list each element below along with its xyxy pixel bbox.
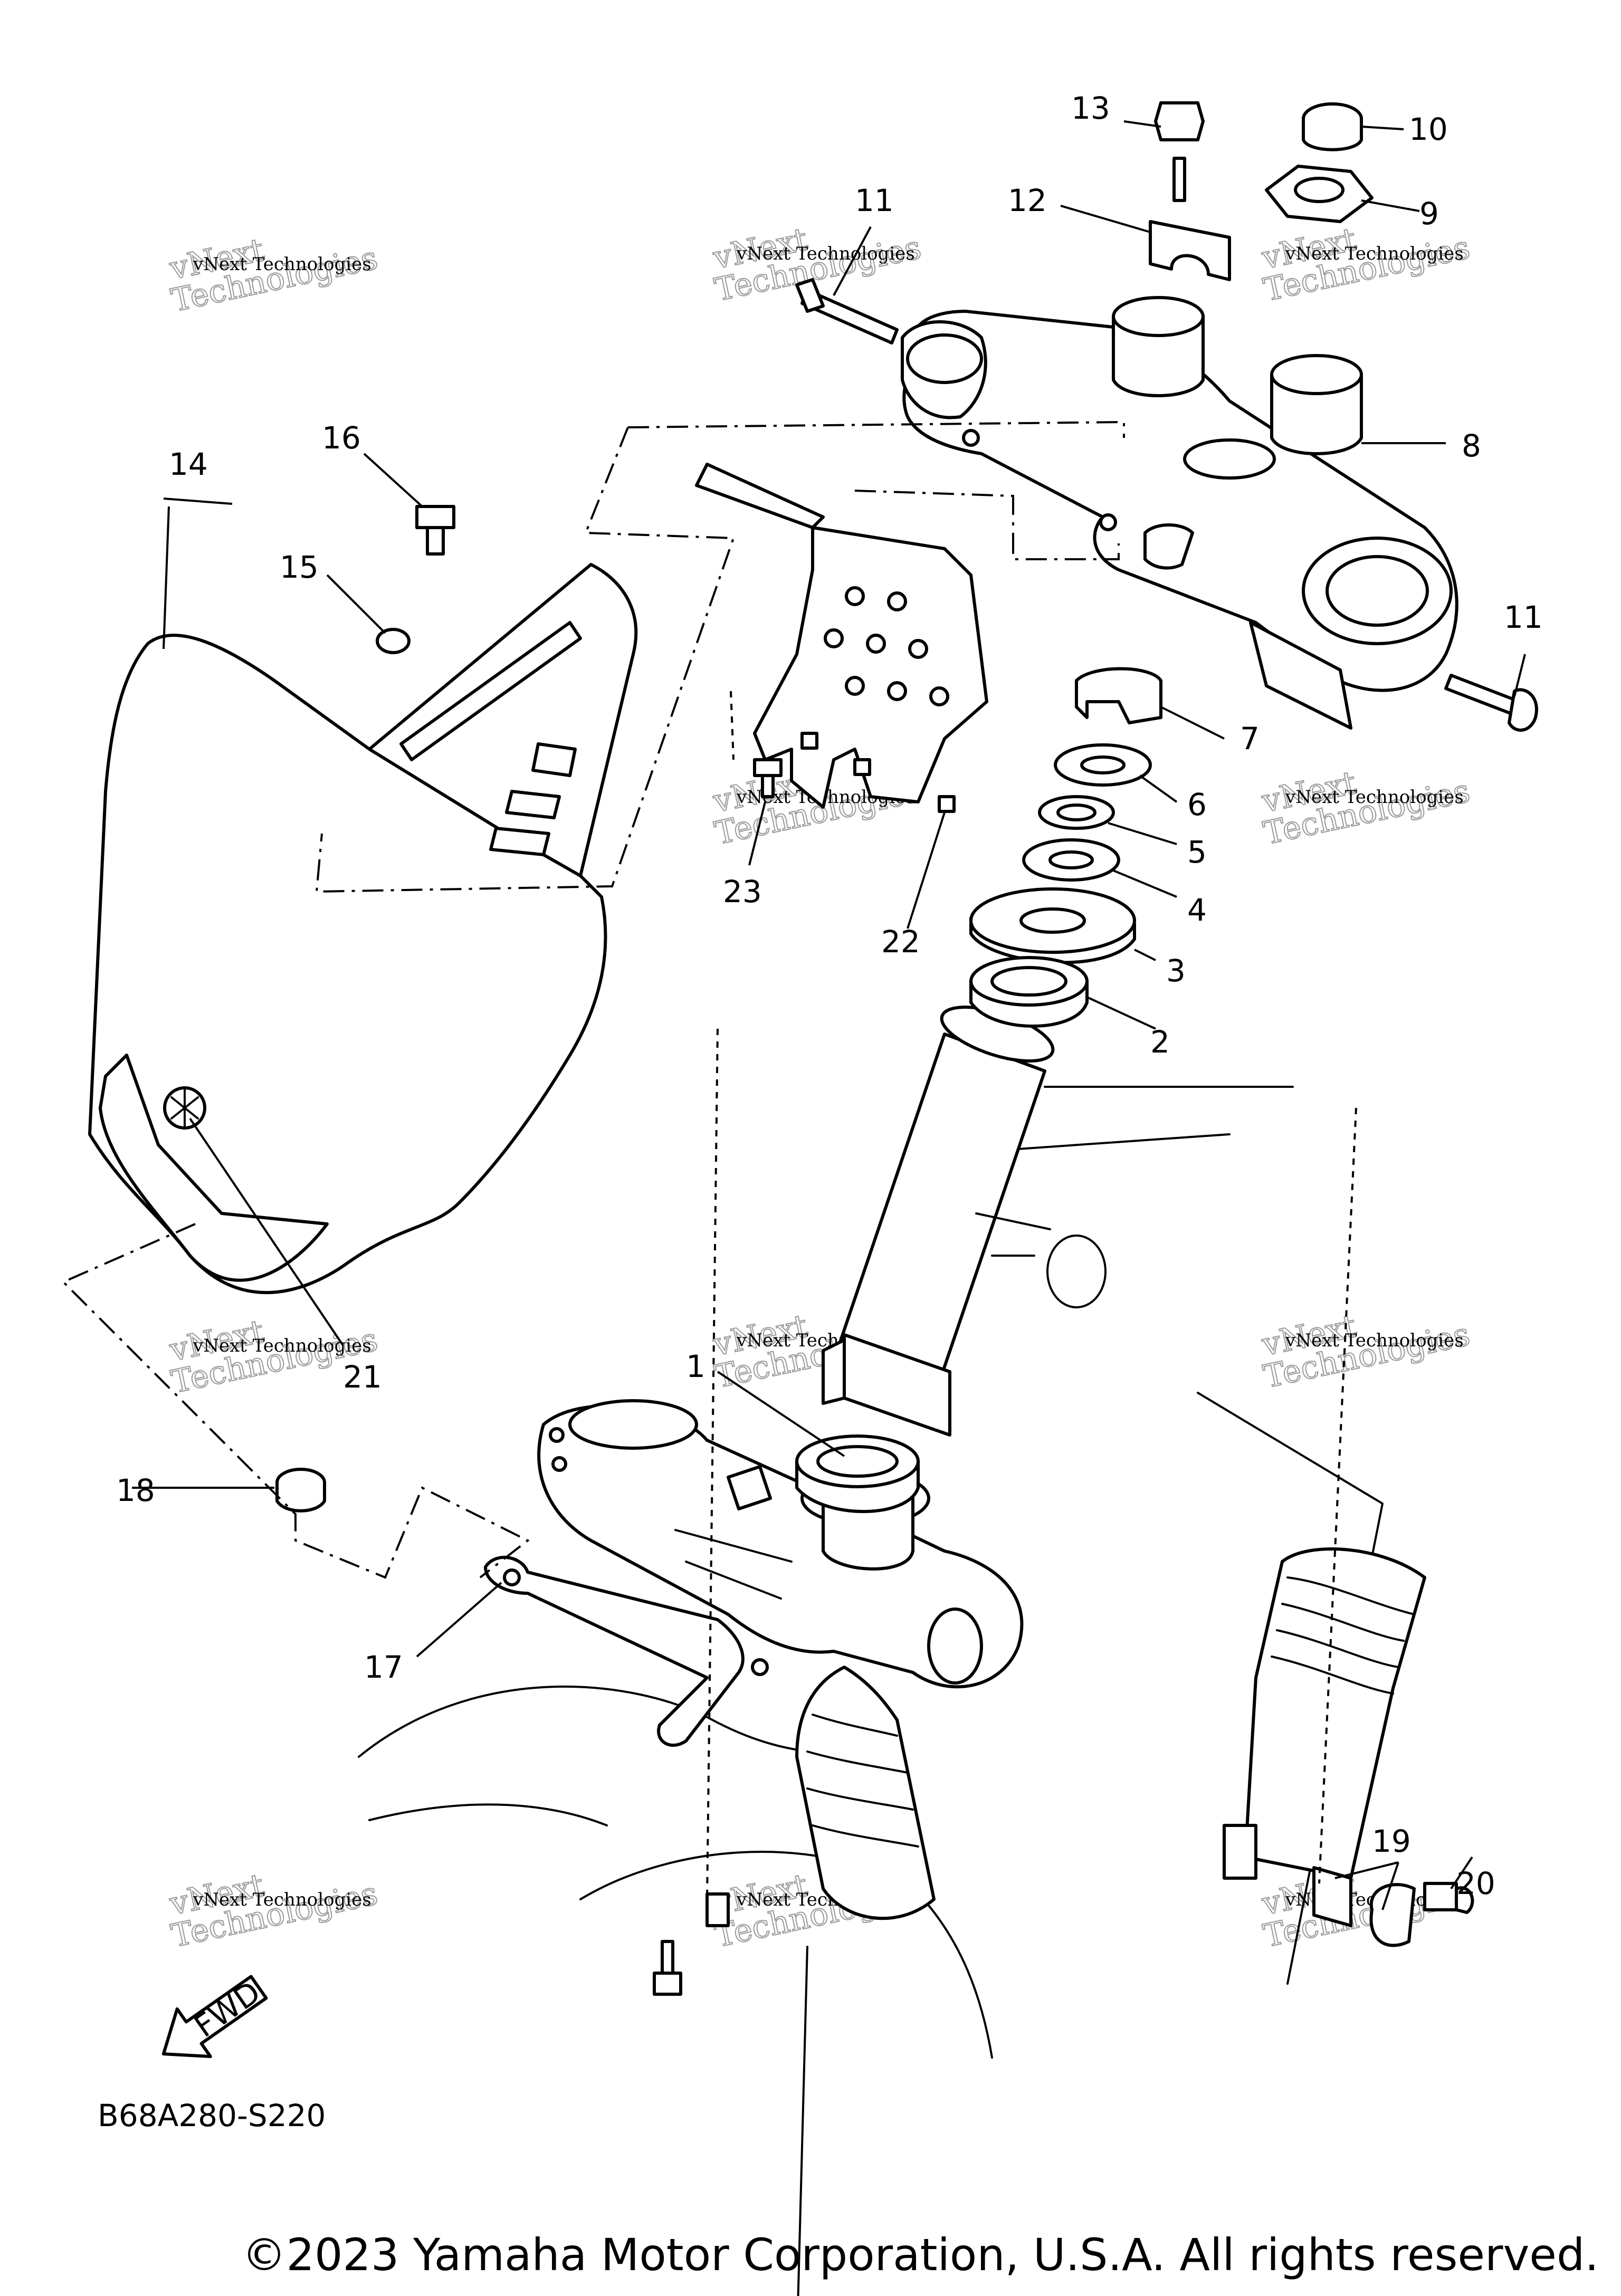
watermark-text: vNext Technologies xyxy=(193,254,371,275)
callout-19: 19 xyxy=(1372,1823,1411,1859)
number-plate xyxy=(88,563,638,1294)
callouts: 1 2 3 4 5 6 7 8 9 10 11 11 12 13 14 15 1… xyxy=(116,90,1543,1901)
fork-boot-left xyxy=(795,1666,936,1920)
copyright-notice: ©2023 Yamaha Motor Corporation, U.S.A. A… xyxy=(242,2229,1599,2281)
diagram-part-code: B68A280-S220 xyxy=(98,2098,326,2134)
plate-bracket xyxy=(695,463,988,813)
assembly-lines xyxy=(61,420,1357,1900)
callout-13: 13 xyxy=(1071,90,1110,126)
hose-clamp xyxy=(1312,1866,1416,1947)
callout-9: 9 xyxy=(1419,196,1439,232)
callout-17: 17 xyxy=(364,1649,403,1685)
callout-2: 2 xyxy=(1150,1024,1170,1060)
upper-bracket xyxy=(901,296,1458,730)
stem-stack xyxy=(795,667,1162,1513)
svg-text:vNext Technologies: vNext Technologies xyxy=(736,243,915,264)
callout-22: 22 xyxy=(881,924,920,960)
callout-5: 5 xyxy=(1187,834,1207,870)
callout-11: 11 xyxy=(855,183,894,218)
cable-guide xyxy=(484,1556,769,1747)
callout-15: 15 xyxy=(280,549,319,585)
callout-3: 3 xyxy=(1166,953,1186,989)
callout-12: 12 xyxy=(1008,183,1047,218)
callout-14: 14 xyxy=(169,446,208,482)
callout-11-right: 11 xyxy=(1504,599,1543,635)
callout-8: 8 xyxy=(1462,428,1481,464)
svg-text:vNext Technologies: vNext Technologies xyxy=(1285,787,1464,808)
svg-text:vNext Technologies: vNext Technologies xyxy=(1285,1330,1464,1351)
steering-head-pipe xyxy=(822,1005,1107,1437)
fwd-arrow: FWD xyxy=(161,1974,268,2058)
callout-6: 6 xyxy=(1187,787,1207,822)
callout-10: 10 xyxy=(1409,111,1448,147)
callout-20: 20 xyxy=(1456,1866,1495,1901)
callout-7: 7 xyxy=(1240,721,1260,757)
callout-4: 4 xyxy=(1187,892,1207,928)
callout-16: 16 xyxy=(322,420,361,456)
callout-1: 1 xyxy=(686,1348,705,1384)
lower-bracket xyxy=(537,1399,1024,1689)
fork-tube-right xyxy=(1223,1547,1426,1880)
callout-21: 21 xyxy=(343,1359,382,1395)
svg-text:vNext Technologies: vNext Technologies xyxy=(1285,243,1464,264)
leader-lines xyxy=(132,120,1526,1910)
callout-23: 23 xyxy=(723,874,762,910)
callout-18: 18 xyxy=(116,1472,155,1508)
svg-text:vNext Technologies: vNext Technologies xyxy=(193,1335,371,1356)
hardware xyxy=(275,101,1538,1996)
svg-text:vNext Technologies: vNext Technologies xyxy=(193,1889,371,1910)
